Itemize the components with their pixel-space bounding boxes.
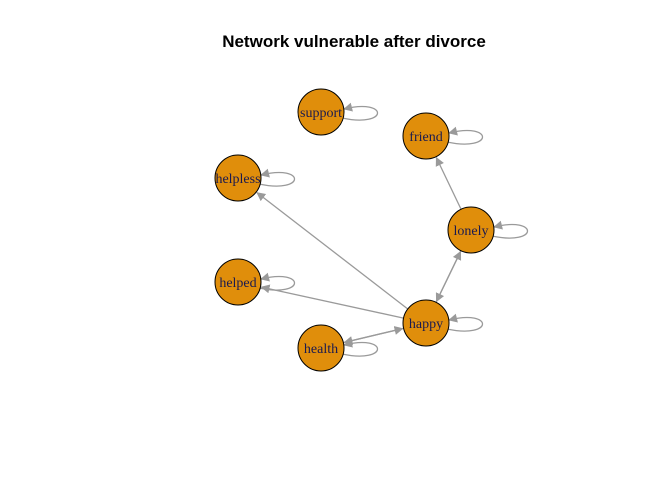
edge-health-to-happy bbox=[343, 326, 404, 344]
self-loop-layer bbox=[258, 102, 529, 357]
self-loop-edge-helped bbox=[258, 272, 296, 291]
node-health: health bbox=[297, 324, 345, 372]
self-loop-edge-support bbox=[341, 102, 379, 121]
node-support: support bbox=[297, 88, 345, 136]
node-circle-helped bbox=[214, 258, 262, 306]
self-loop-edge-health bbox=[341, 338, 379, 357]
node-label-lonely: lonely bbox=[454, 224, 489, 239]
node-friend: friend bbox=[402, 112, 450, 160]
node-circle-friend bbox=[402, 112, 450, 160]
node-circle-helpless bbox=[214, 154, 262, 202]
self-loop-edge-friend bbox=[446, 126, 484, 145]
node-label-support: support bbox=[300, 106, 342, 121]
node-circle-health bbox=[297, 324, 345, 372]
node-circle-lonely bbox=[447, 206, 495, 254]
self-loop-edge-happy bbox=[446, 313, 484, 332]
node-circle-happy bbox=[402, 299, 450, 347]
edge-layer bbox=[256, 156, 462, 345]
node-label-happy: happy bbox=[409, 317, 443, 332]
edge-happy-to-helped bbox=[260, 284, 404, 319]
diagram-title: Network vulnerable after divorce bbox=[222, 32, 486, 51]
node-label-helpless: helpless bbox=[215, 172, 260, 187]
node-happy: happy bbox=[402, 299, 450, 347]
node-helpless: helpless bbox=[214, 154, 262, 202]
node-circle-support bbox=[297, 88, 345, 136]
node-label-helped: helped bbox=[219, 276, 256, 291]
node-label-friend: friend bbox=[409, 130, 442, 145]
edge-lonely-to-happy bbox=[435, 250, 462, 303]
node-layer: support friend helpless lonely helped happy he… bbox=[214, 88, 495, 372]
edge-happy-to-helpless bbox=[256, 192, 409, 310]
node-lonely: lonely bbox=[447, 206, 495, 254]
node-label-health: health bbox=[304, 342, 338, 357]
edge-lonely-to-friend bbox=[435, 156, 462, 210]
node-helped: helped bbox=[214, 258, 262, 306]
self-loop-edge-helpless bbox=[258, 168, 296, 187]
self-loop-edge-lonely bbox=[491, 220, 529, 239]
